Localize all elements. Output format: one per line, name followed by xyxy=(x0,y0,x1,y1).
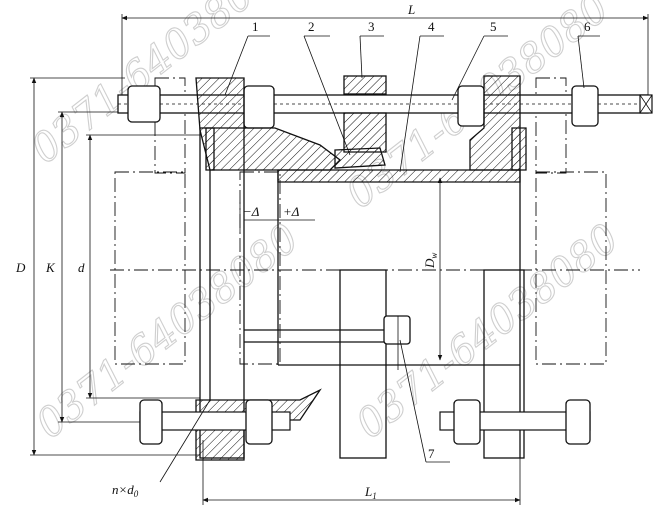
dim-Dw-label: Dw xyxy=(422,253,439,269)
part-5-label: 5 xyxy=(490,19,497,34)
part-2-label: 2 xyxy=(308,19,315,34)
dimension-delta: −Δ +Δ xyxy=(239,202,315,232)
part-3-label: 3 xyxy=(368,19,375,34)
left-flange xyxy=(195,77,341,461)
dimension-L1: L1 xyxy=(202,440,521,505)
dim-d-label: d xyxy=(78,260,85,275)
part-callouts: 1 2 3 4 5 6 7 n×d0 xyxy=(112,19,600,499)
pipe-body xyxy=(209,170,521,458)
part-6-label: 6 xyxy=(584,19,591,34)
dimension-L: L xyxy=(121,2,649,95)
part-1-label: 1 xyxy=(252,19,259,34)
right-flange xyxy=(469,75,527,459)
part-4-label: 4 xyxy=(428,19,435,34)
middle-flange xyxy=(339,75,387,459)
plus-delta-label: +Δ xyxy=(283,204,300,219)
dimension-D: D xyxy=(15,77,200,456)
dimension-Dw: Dw xyxy=(422,177,443,361)
dim-K-label: K xyxy=(45,260,56,275)
tie-rod-bottom xyxy=(139,399,591,445)
dim-L1-label: L1 xyxy=(364,484,377,501)
dim-L-label: L xyxy=(407,2,415,17)
ghost-outlines xyxy=(114,77,607,365)
minus-delta-label: −Δ xyxy=(243,204,260,219)
dimension-d: d xyxy=(78,134,200,399)
dim-D-label: D xyxy=(15,260,26,275)
part-7-label: 7 xyxy=(428,446,435,461)
watermark-group: 0371-64038080 0371-64038080 0371-6403808… xyxy=(22,0,628,448)
dimension-K: K xyxy=(45,111,140,423)
bolt-holes-label: n×d0 xyxy=(112,482,139,499)
